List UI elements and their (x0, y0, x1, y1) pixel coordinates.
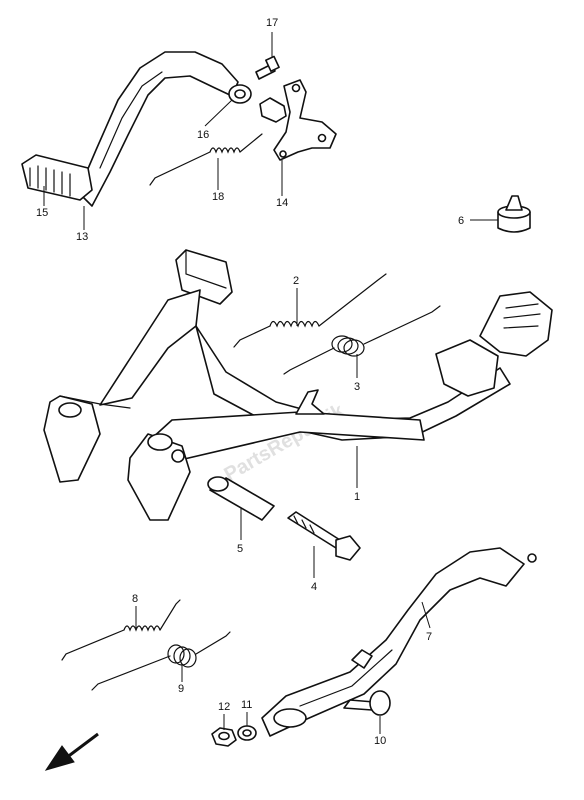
label-9: 9 (178, 683, 184, 695)
spring-part-9 (91, 631, 231, 691)
nut-part-12 (211, 727, 237, 747)
label-12: 12 (218, 701, 230, 713)
arrow-down-left-icon (44, 732, 99, 771)
stand-spring-part-2 (233, 273, 387, 348)
label-11: 11 (241, 699, 252, 711)
label-13: 13 (76, 231, 88, 243)
side-stand-spring-part-8 (61, 599, 181, 661)
label-5: 5 (237, 543, 243, 555)
label-1: 1 (354, 491, 360, 503)
label-7: 7 (426, 631, 432, 643)
rubber-stopper-part-6 (497, 195, 531, 233)
label-18: 18 (212, 191, 224, 203)
return-spring-part-18 (149, 133, 263, 186)
label-3: 3 (354, 381, 360, 393)
label-16: 16 (197, 129, 209, 141)
bolt-part-4 (287, 511, 361, 561)
coil-spring-part-3 (283, 305, 441, 375)
brake-pedal-part-13 (77, 51, 239, 207)
leader-lines (43, 32, 498, 734)
pivot-bracket-part-14 (259, 79, 337, 161)
pedal-rubber-part-15 (21, 154, 93, 201)
label-8: 8 (132, 593, 138, 605)
label-14: 14 (276, 197, 288, 209)
washer-part-11 (237, 725, 257, 741)
label-6: 6 (458, 215, 464, 227)
side-stand-part-7 (261, 547, 537, 737)
label-2: 2 (293, 275, 299, 287)
label-10: 10 (374, 735, 386, 747)
center-stand-part-1 (43, 249, 553, 521)
bolt-part-10 (343, 690, 391, 716)
bushing-part-16 (228, 84, 252, 104)
label-17: 17 (266, 17, 278, 29)
part-labels: 17 16 18 14 15 13 6 2 3 1 5 4 7 8 9 10 1… (36, 17, 464, 747)
bolt-part-17 (255, 55, 280, 80)
collar-part-5 (207, 476, 275, 521)
label-4: 4 (311, 581, 317, 593)
label-15: 15 (36, 207, 48, 219)
